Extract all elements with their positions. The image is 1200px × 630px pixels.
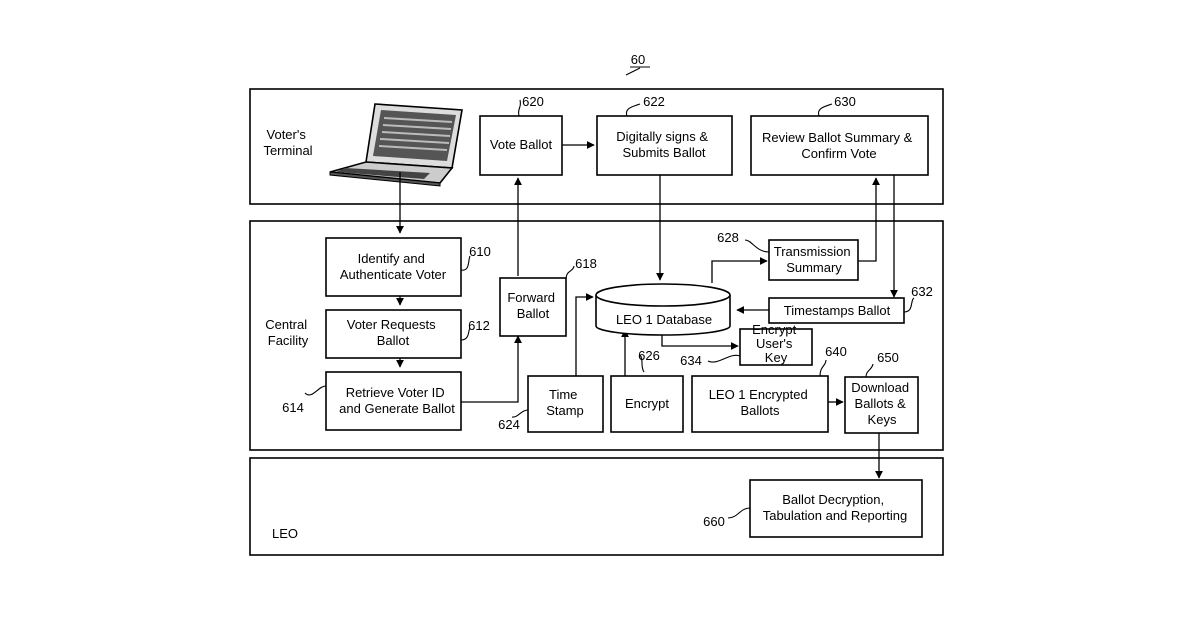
arrow-transmission-to-review bbox=[858, 178, 876, 261]
arrow-timestamp-to-database bbox=[576, 297, 593, 376]
ref-632: 632 bbox=[911, 284, 933, 299]
box-encrypt-label: Encrypt bbox=[625, 396, 669, 411]
ref-634: 634 bbox=[680, 353, 702, 368]
box-time-stamp-label: Time Stamp bbox=[546, 387, 584, 418]
ref-650-leader bbox=[866, 364, 873, 377]
box-decryption-label: Ballot Decryption, Tabulation and Report… bbox=[763, 492, 908, 523]
ref-624: 624 bbox=[498, 417, 520, 432]
ref-614: 614 bbox=[282, 400, 304, 415]
ref-640: 640 bbox=[825, 344, 847, 359]
region-label-voters-terminal: Voter's Terminal bbox=[263, 127, 312, 158]
ref-632-leader bbox=[904, 298, 914, 312]
ref-650: 650 bbox=[877, 350, 899, 365]
ref-630-leader bbox=[818, 104, 832, 116]
ref-614-leader bbox=[305, 386, 326, 395]
ref-628: 628 bbox=[717, 230, 739, 245]
ref-640-leader bbox=[820, 360, 826, 376]
leo-database-label: LEO 1 Database bbox=[616, 312, 712, 327]
box-timestamps-ballot-label: Timestamps Ballot bbox=[784, 303, 891, 318]
ref-618: 618 bbox=[575, 256, 597, 271]
ref-628-leader bbox=[745, 240, 769, 252]
ref-612: 612 bbox=[468, 318, 490, 333]
ref-660: 660 bbox=[703, 514, 725, 529]
ref-634-leader bbox=[708, 355, 740, 362]
region-label-central-facility: Central Facility bbox=[265, 317, 311, 348]
ref-622-leader bbox=[626, 104, 640, 116]
arrow-database-to-transmission bbox=[712, 261, 767, 283]
box-retrieve-label: Retrieve Voter ID and Generate Ballot bbox=[339, 385, 455, 416]
ref-622: 622 bbox=[643, 94, 665, 109]
ref-660-leader bbox=[728, 508, 750, 518]
leo-database-cylinder bbox=[596, 284, 730, 335]
figure-ref: 60 bbox=[631, 52, 645, 67]
ref-620-leader bbox=[519, 100, 521, 116]
ref-630: 630 bbox=[834, 94, 856, 109]
laptop-icon bbox=[330, 104, 462, 186]
figure-ref-leader bbox=[626, 68, 640, 75]
box-digitally-signs-label: Digitally signs & Submits Ballot bbox=[616, 129, 711, 160]
box-vote-ballot-label: Vote Ballot bbox=[490, 137, 553, 152]
ref-618-leader bbox=[566, 266, 574, 278]
ref-620: 620 bbox=[522, 94, 544, 109]
region-label-leo: LEO bbox=[272, 526, 298, 541]
ref-610: 610 bbox=[469, 244, 491, 259]
arrow-retrieve-to-forward bbox=[461, 336, 518, 402]
